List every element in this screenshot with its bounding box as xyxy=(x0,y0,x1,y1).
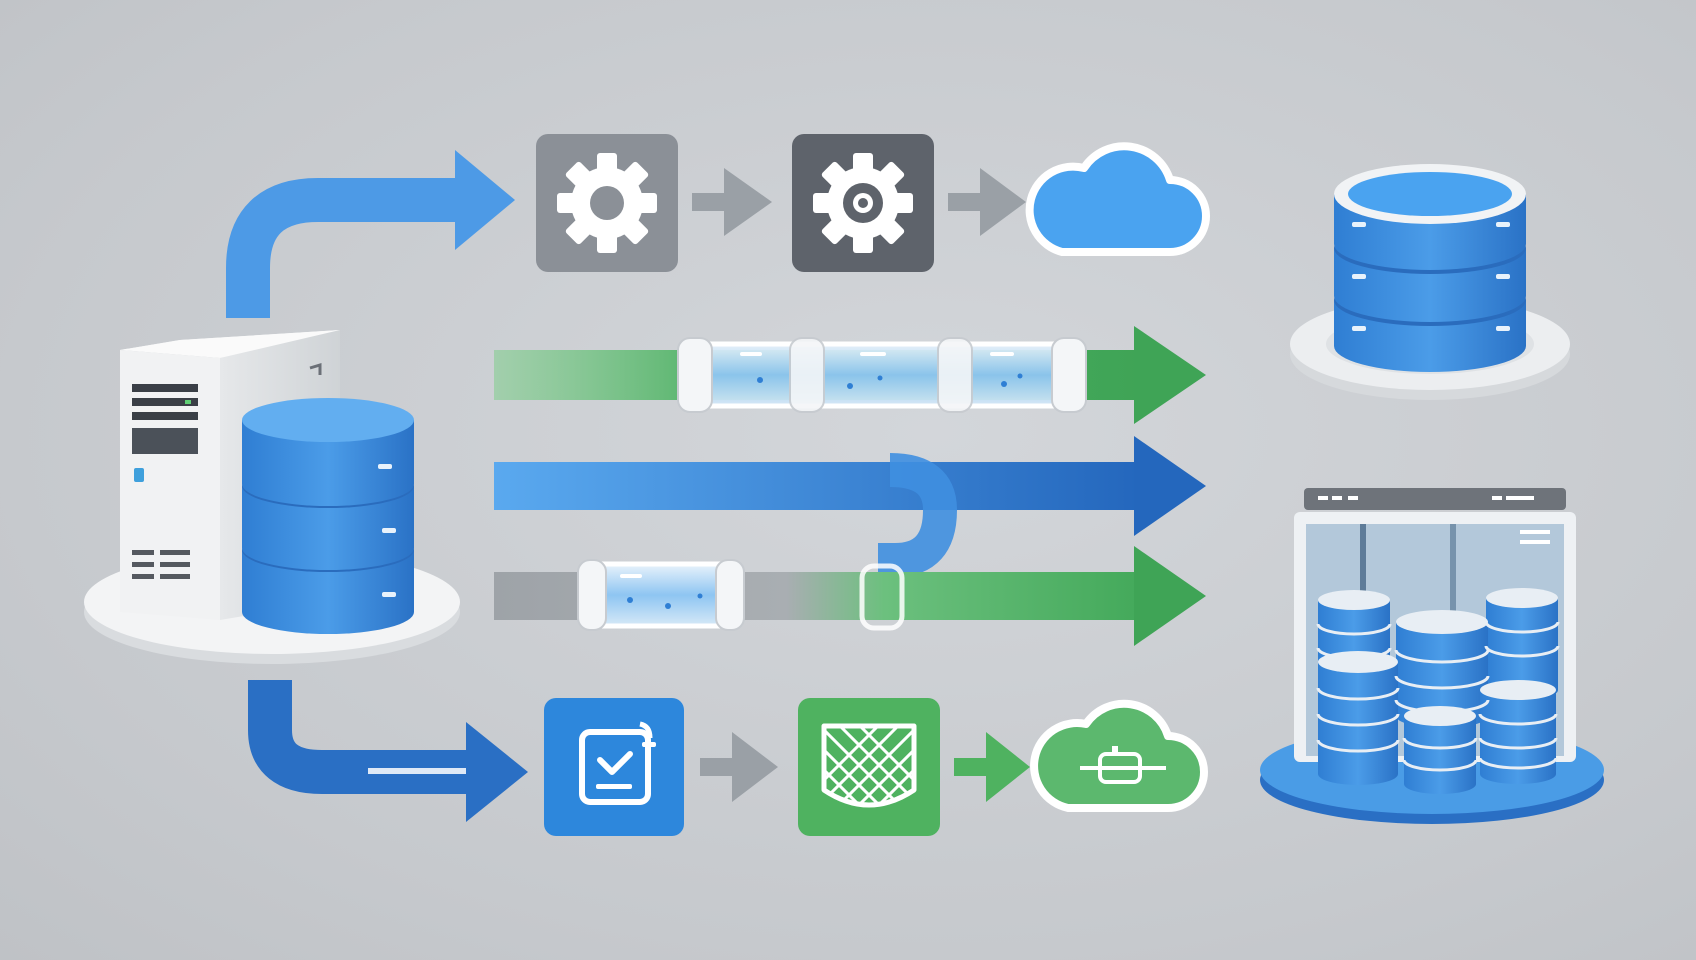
middle-flow-green-pipe xyxy=(494,326,1206,424)
glass-pipe-small xyxy=(577,559,745,631)
green-arrow-bottom xyxy=(954,732,1030,802)
source-server-with-database xyxy=(84,330,460,664)
gray-arrow-3 xyxy=(700,732,778,802)
gear-icon xyxy=(813,153,913,253)
top-arrowhead xyxy=(455,150,515,250)
gray-arrow-2 xyxy=(948,168,1026,236)
glass-pipe xyxy=(677,337,1087,413)
database-stack xyxy=(1290,164,1570,400)
bottom-arrowhead xyxy=(466,722,528,822)
top-flow xyxy=(226,134,1210,318)
middle-flow-blue-stream xyxy=(494,436,1206,590)
gear-tile-dark xyxy=(792,134,934,272)
bottom-curved-arrow xyxy=(248,680,480,794)
plug-icon xyxy=(1080,746,1166,784)
pipe-coupling xyxy=(859,563,905,631)
gray-arrow-1 xyxy=(692,168,772,236)
net-filter-tile xyxy=(798,698,940,836)
middle-flow-gray-green-pipe xyxy=(494,546,1206,646)
warehouse-databases xyxy=(1316,588,1560,794)
checklist-tile xyxy=(544,698,684,836)
cloud-icon xyxy=(1025,142,1210,256)
checklist-icon xyxy=(579,721,656,805)
stream-loop xyxy=(878,453,958,590)
data-warehouse-rack xyxy=(1260,488,1604,824)
source-database-icon xyxy=(242,398,414,634)
gear-icon xyxy=(557,153,657,253)
net-filter-icon xyxy=(821,723,917,808)
gear-tile-light xyxy=(536,134,678,272)
bottom-flow xyxy=(248,680,1208,836)
top-curved-arrow xyxy=(226,178,468,318)
cloud-icon xyxy=(1030,699,1208,812)
